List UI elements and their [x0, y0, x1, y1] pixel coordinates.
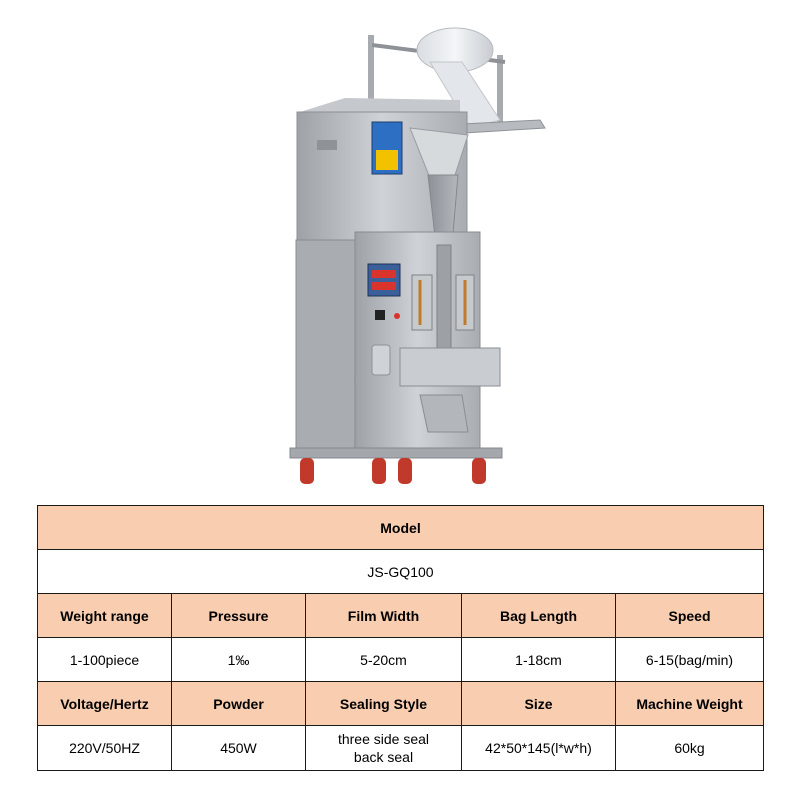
upper-side-handle [317, 140, 337, 150]
valve-handle [371, 344, 391, 376]
value-bag-length: 1-18cm [461, 637, 616, 682]
spec-header-row-2: Voltage/Hertz Powder Sealing Style Size … [37, 681, 764, 726]
upper-housing-lid [300, 98, 460, 112]
lower-panel-display-2 [372, 282, 396, 290]
model-header-row: Model [37, 505, 764, 550]
spec-table: Model JS-GQ100 Weight range Pressure Fil… [37, 505, 764, 771]
lower-cabinet-side [295, 239, 357, 451]
packaging-machine-image [289, 27, 546, 484]
lower-control-panel [367, 263, 401, 297]
cutter-box [399, 347, 501, 387]
header-size: Size [461, 681, 616, 726]
header-sealing-style: Sealing Style [305, 681, 462, 726]
header-speed: Speed [615, 593, 764, 638]
value-machine-weight: 60kg [615, 725, 764, 771]
header-voltage-hertz: Voltage/Hertz [37, 681, 172, 726]
value-film-width: 5-20cm [305, 637, 462, 682]
header-powder: Powder [171, 681, 306, 726]
value-pressure: 1‰ [171, 637, 306, 682]
header-film-width: Film Width [305, 593, 462, 638]
spec-header-row-1: Weight range Pressure Film Width Bag Len… [37, 593, 764, 638]
sealer-left [411, 274, 433, 331]
wheels [300, 458, 486, 484]
spec-value-row-1: 1-100piece 1‰ 5-20cm 1-18cm 6-15(bag/min… [37, 637, 764, 682]
base-frame [289, 447, 503, 459]
header-machine-weight: Machine Weight [615, 681, 764, 726]
value-voltage-hertz: 220V/50HZ [37, 725, 172, 771]
model-label: Model [37, 505, 764, 550]
header-bag-length: Bag Length [461, 593, 616, 638]
lower-panel-display [372, 270, 396, 278]
power-switch [375, 310, 385, 320]
model-value-row: JS-GQ100 [37, 549, 764, 594]
value-powder: 450W [171, 725, 306, 771]
sealing-style-line-1: three side seal [337, 731, 430, 747]
frame-post-left [368, 35, 374, 130]
value-speed: 6-15(bag/min) [615, 637, 764, 682]
upper-panel-display [376, 150, 398, 170]
indicator-light [394, 313, 400, 319]
model-value: JS-GQ100 [37, 549, 764, 594]
sealing-style-line-2: back seal [353, 749, 414, 765]
discharge-chute [419, 394, 469, 433]
header-pressure: Pressure [171, 593, 306, 638]
forming-tube [436, 244, 452, 351]
value-weight-range: 1-100piece [37, 637, 172, 682]
header-weight-range: Weight range [37, 593, 172, 638]
frame-post-right [497, 55, 503, 125]
value-sealing-style: three side seal back seal [305, 725, 462, 771]
spec-value-row-2: 220V/50HZ 450W three side seal back seal… [37, 725, 764, 771]
value-size: 42*50*145(l*w*h) [461, 725, 616, 771]
